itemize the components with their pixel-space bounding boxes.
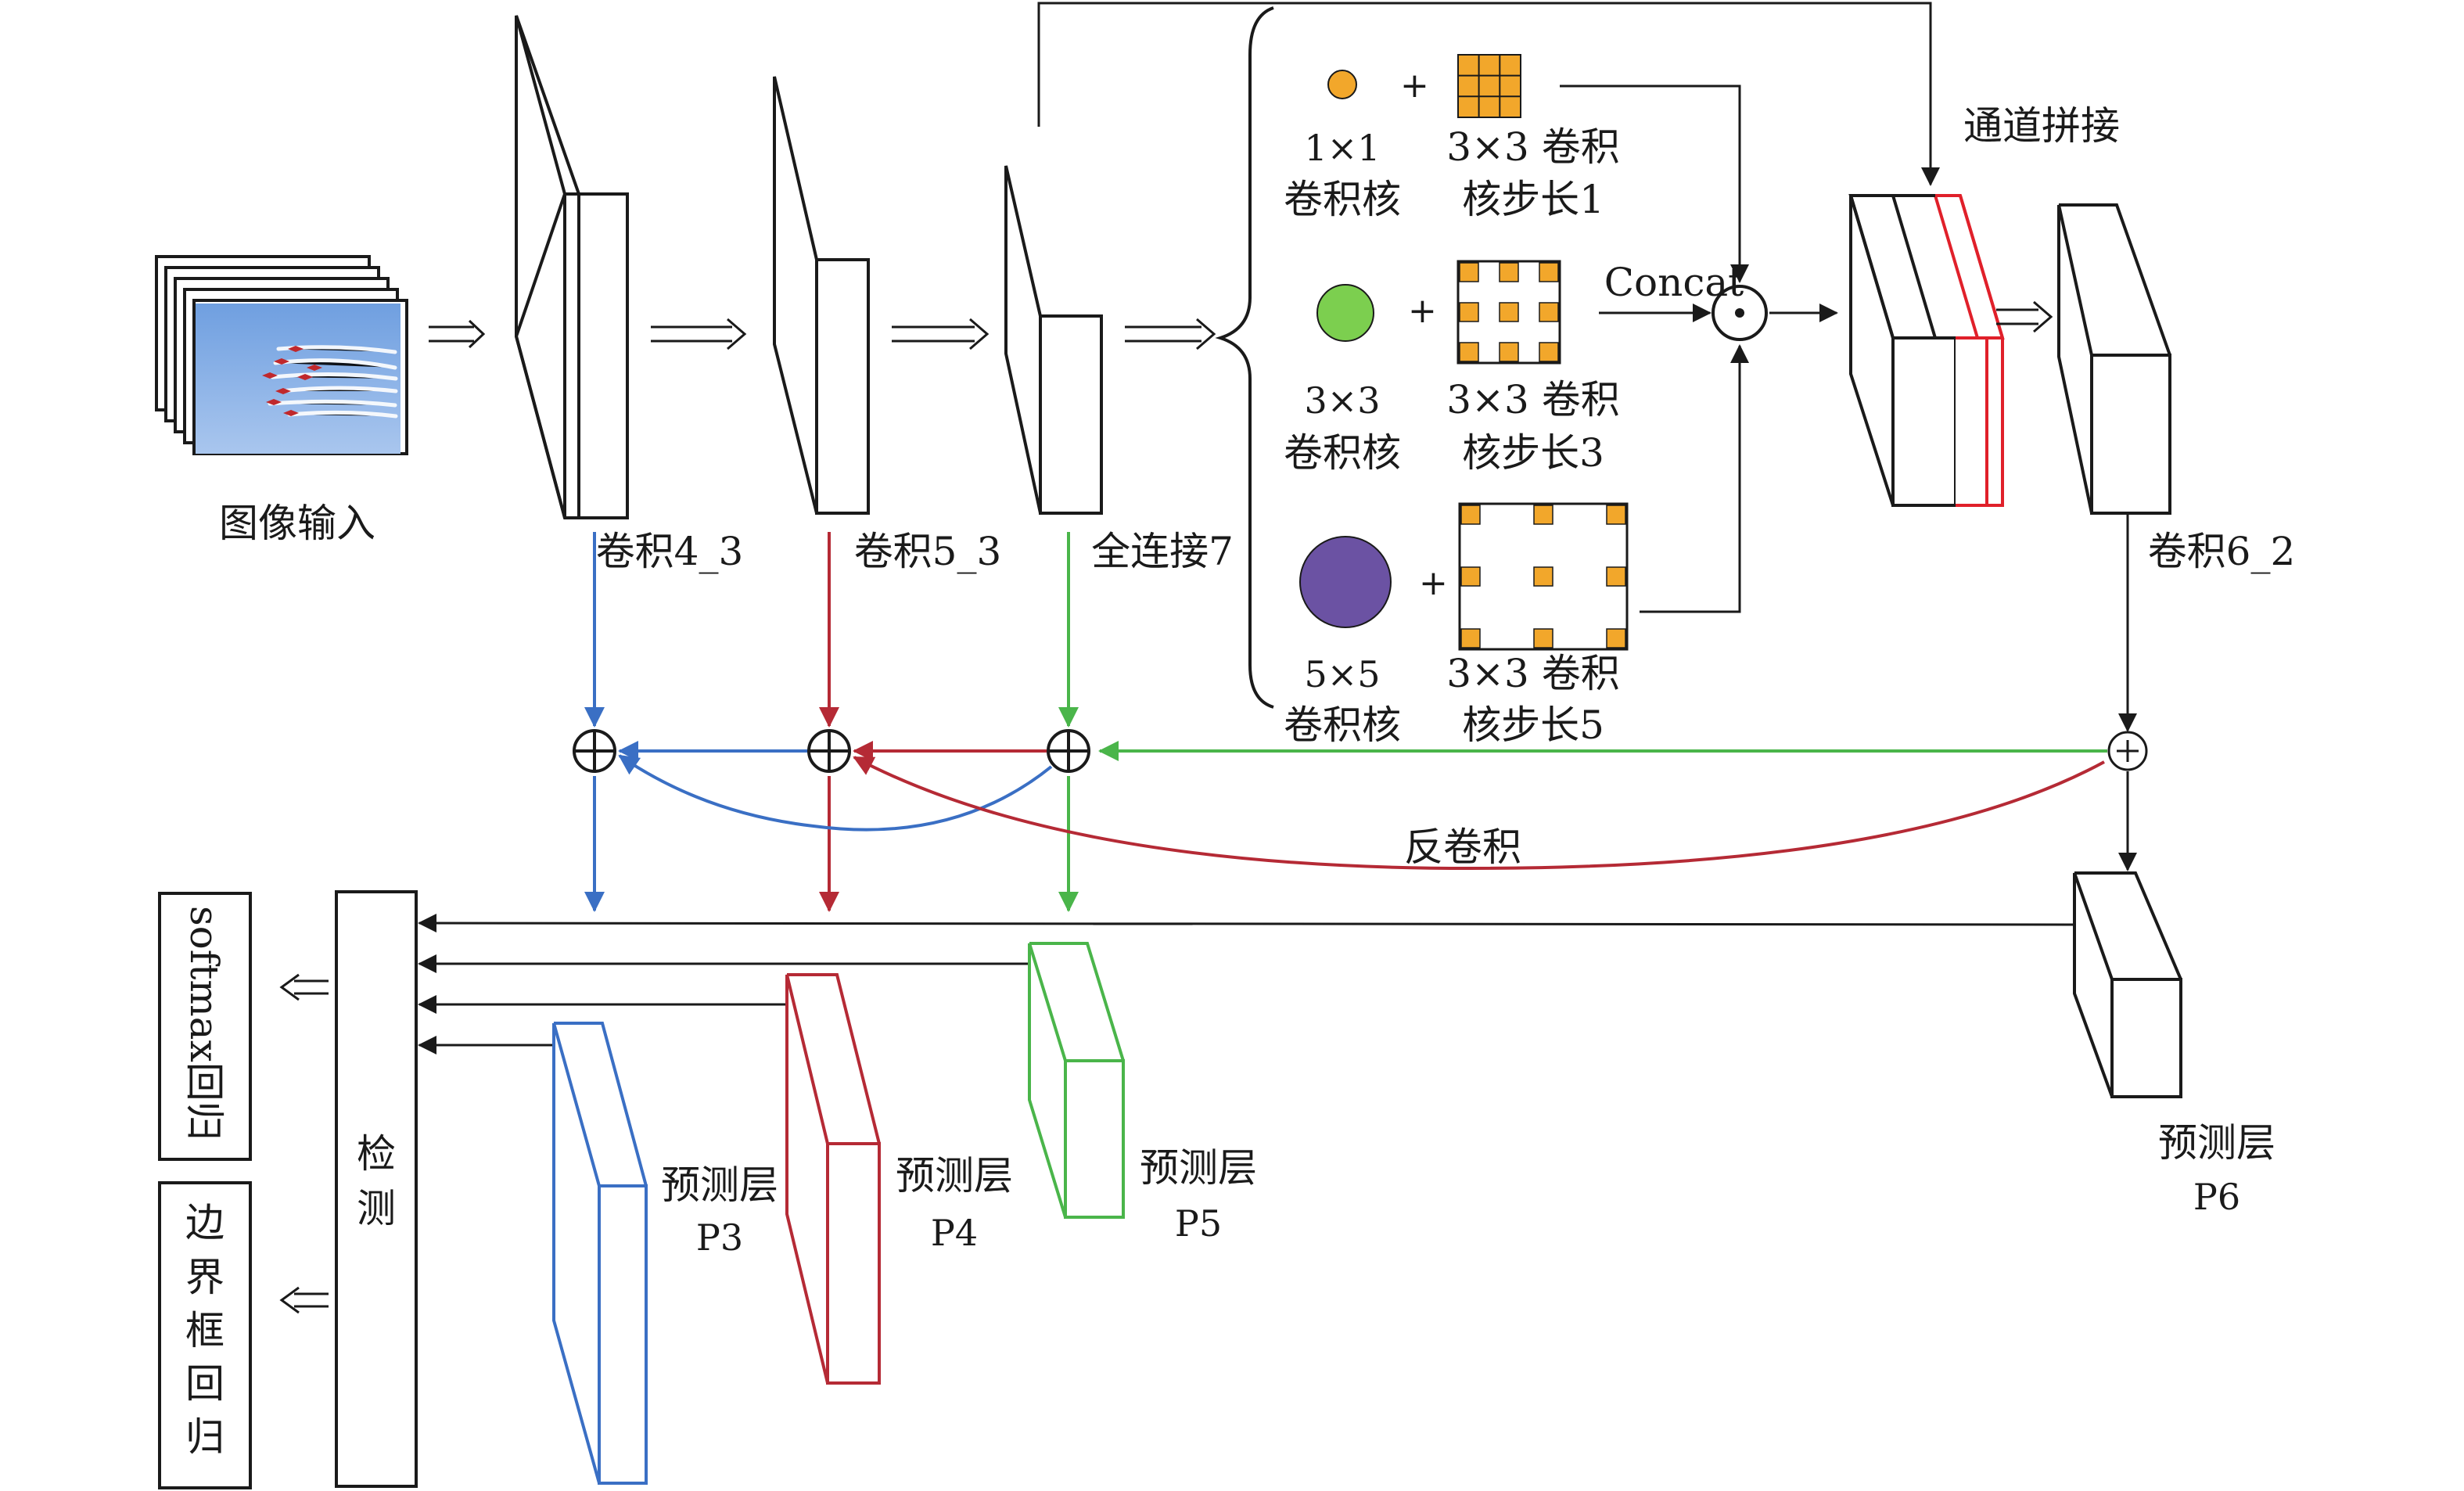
- svg-text:测: 测: [357, 1186, 396, 1231]
- flow-arrows-top: [429, 318, 1216, 350]
- svg-text:预测层: 预测层: [896, 1153, 1013, 1198]
- detect-module: 检 测: [335, 890, 418, 1488]
- svg-text:核步长3: 核步长3: [1462, 430, 1604, 476]
- skip-connector: [1037, 2, 1940, 186]
- multi-scale-brace: [1215, 6, 1274, 709]
- svg-text:框: 框: [185, 1308, 224, 1353]
- sum-node-conv5: [807, 729, 851, 773]
- conv4-3-label: 卷积4_3: [596, 529, 744, 574]
- pred-layer-p4: [785, 973, 881, 1385]
- svg-text:预测层: 预测层: [661, 1162, 778, 1208]
- svg-text:3×3 卷积: 3×3 卷积: [1446, 377, 1619, 422]
- dilated-rate5-grid-icon: [1458, 502, 1629, 651]
- svg-text:P6: P6: [2193, 1176, 2240, 1218]
- svg-text:5×5: 5×5: [1304, 653, 1380, 695]
- conv6-2-label: 卷积6_2: [2148, 529, 2296, 574]
- svg-text:边: 边: [185, 1200, 224, 1245]
- airplane-photo: [196, 304, 400, 454]
- svg-text:卷积核: 卷积核: [1284, 702, 1401, 748]
- kernel-1x1-circle: [1327, 70, 1357, 99]
- plus-sign: +: [1419, 563, 1448, 603]
- plus-sign: +: [1400, 66, 1429, 106]
- svg-text:回: 回: [185, 1361, 224, 1407]
- svg-text:预测层: 预测层: [2158, 1120, 2275, 1166]
- concat-operator: [1712, 285, 1768, 341]
- sum-node-conv4: [573, 729, 616, 773]
- svg-text:界: 界: [185, 1255, 224, 1300]
- sum-node-fc7: [1047, 729, 1090, 773]
- kernel-row-3: + 5×5 卷积核 3×3 卷积 核步长5: [1284, 502, 1629, 748]
- plus-sign: +: [1408, 291, 1437, 331]
- fc7-label: 全连接7: [1091, 529, 1234, 574]
- pred-layer-p3: [552, 1022, 648, 1485]
- output-arrows: [279, 973, 329, 1314]
- kernel-row-1: + 1×1 卷积核 3×3 卷积 核步长1: [1284, 54, 1620, 222]
- svg-text:卷积核: 卷积核: [1284, 177, 1401, 222]
- svg-text:3×3 卷积: 3×3 卷积: [1446, 651, 1619, 696]
- detect-inputs: [418, 914, 2074, 1054]
- channel-concat-block: [1848, 194, 2005, 507]
- conv4-3-block: [514, 15, 629, 519]
- sum-node-conv6: [2107, 731, 2148, 771]
- svg-text:softmax回归: softmax回归: [181, 906, 227, 1141]
- svg-text:卷积核: 卷积核: [1284, 430, 1401, 476]
- dense-3x3-grid-icon: [1457, 54, 1521, 118]
- concat-label: Concat: [1604, 260, 1744, 305]
- svg-text:P4: P4: [931, 1212, 978, 1254]
- conv6-2-block: [2057, 203, 2171, 515]
- svg-text:核步长1: 核步长1: [1462, 177, 1604, 222]
- svg-text:检: 检: [357, 1131, 396, 1177]
- sum-nodes: [573, 729, 2148, 773]
- fusion-connections: [584, 532, 2107, 912]
- concat-inputs: [1560, 84, 1838, 613]
- svg-text:3×3: 3×3: [1304, 379, 1380, 422]
- dilated-rate3-grid-icon: [1456, 260, 1561, 365]
- kernel-row-2: + 3×3 卷积核 3×3 卷积 核步长3: [1284, 260, 1620, 476]
- svg-text:P3: P3: [696, 1216, 743, 1259]
- image-input-label: 图像输入: [219, 501, 375, 546]
- image-input-stack: [155, 255, 408, 455]
- svg-text:1×1: 1×1: [1304, 127, 1380, 169]
- channel-concat-label: 通道拼接: [1963, 103, 2120, 149]
- conv5-3-block: [773, 76, 870, 515]
- svg-text:归: 归: [185, 1414, 224, 1460]
- conv5-3-label: 卷积5_3: [854, 529, 1002, 574]
- svg-text:核步长5: 核步长5: [1462, 702, 1604, 748]
- pred-labels: 预测层 P3 预测层 P4 预测层 P5 预测层 P6: [661, 1120, 2275, 1259]
- pred-layer-p6: [2073, 871, 2182, 1098]
- fc7-block: [1004, 165, 1103, 515]
- flow-arrow-concat: [1996, 300, 2053, 333]
- pred-layer-p5: [1028, 942, 1125, 1219]
- svg-text:P5: P5: [1175, 1202, 1222, 1245]
- deconv-label: 反卷积: [1404, 825, 1521, 870]
- kernel-3x3-circle: [1316, 284, 1374, 342]
- softmax-box: softmax回归: [158, 892, 252, 1161]
- bbox-regression-box: 边 界 框 回 归: [158, 1181, 252, 1489]
- svg-text:预测层: 预测层: [1140, 1145, 1257, 1191]
- kernel-5x5-circle: [1299, 536, 1392, 628]
- svg-text:3×3 卷积: 3×3 卷积: [1446, 124, 1619, 170]
